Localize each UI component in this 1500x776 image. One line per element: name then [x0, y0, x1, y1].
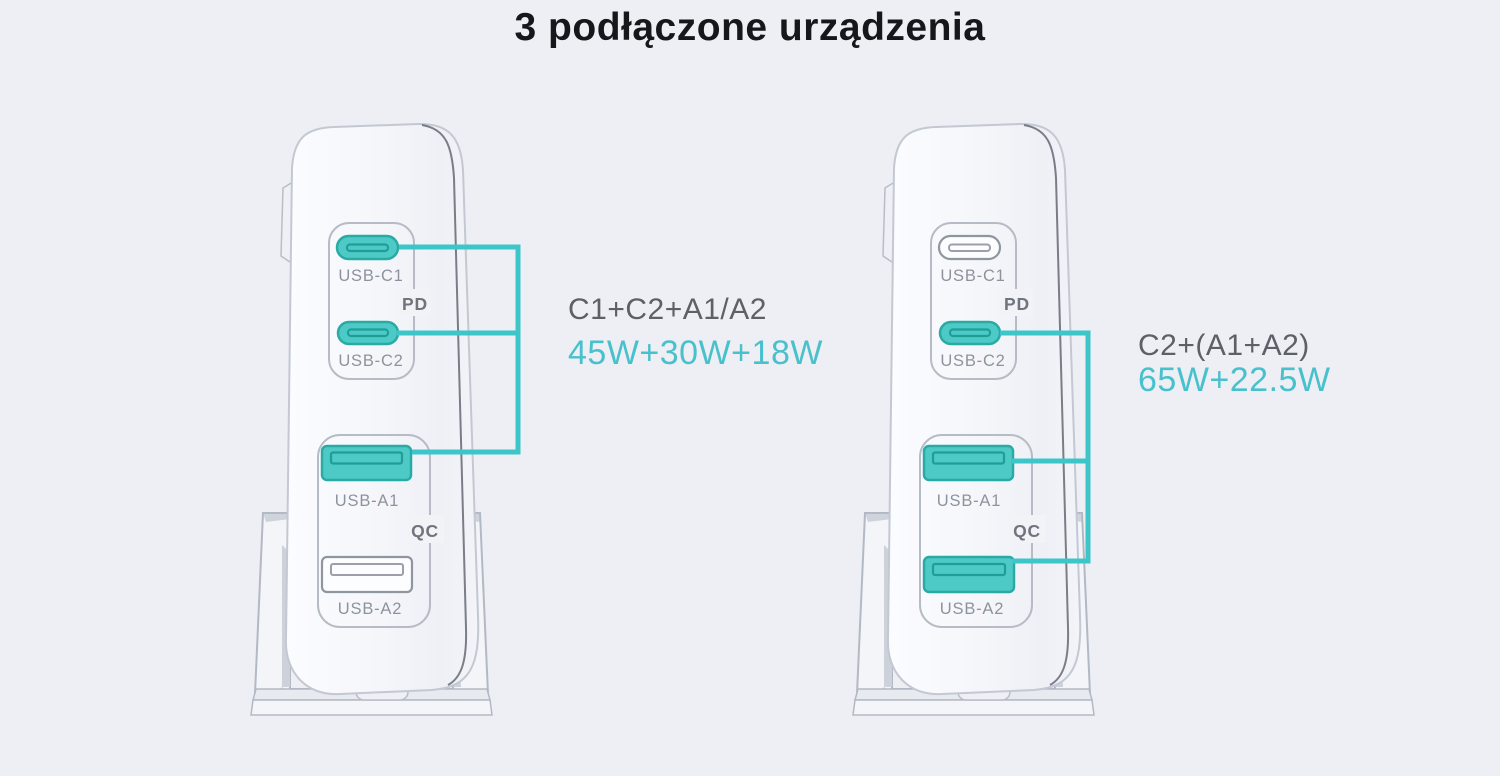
usb-a1-label: USB-A1 [937, 492, 1001, 510]
pd-label: PD [402, 294, 428, 314]
charger-left-illustration [250, 122, 493, 717]
page-title: 3 podłączone urządzenia [515, 6, 986, 49]
qc-label: QC [411, 521, 439, 541]
usb-c1-port [335, 234, 400, 261]
usb-a2-slot [931, 562, 1007, 577]
usb-a2-slot [330, 563, 404, 576]
callout-lines-left [397, 244, 521, 455]
usb-c2-label: USB-C2 [338, 352, 403, 370]
usb-c1-label: USB-C1 [338, 267, 403, 285]
usb-a1-label: USB-A1 [335, 492, 399, 510]
power-text-left: 45W+30W+18W [568, 334, 823, 372]
pd-label: PD [1004, 294, 1030, 314]
charger-right: USB-C1 PD USB-C2 USB-A1 QC USB-A2 C2+(A1… [852, 122, 1331, 717]
usb-c2-slot [948, 328, 992, 338]
usb-a2-label: USB-A2 [940, 600, 1004, 618]
qc-label: QC [1013, 521, 1041, 541]
charger-left: USB-C1 PD USB-C2 USB-A1 QC USB-A2 C1+C2+… [250, 122, 823, 717]
usb-c1-port [937, 234, 1002, 261]
usb-c2-slot [346, 328, 390, 338]
usb-a1-slot [931, 451, 1006, 465]
callout-lines-right [1000, 330, 1091, 564]
usb-c2-label: USB-C2 [940, 352, 1005, 370]
combo-text-right: C2+(A1+A2) [1138, 329, 1310, 362]
usb-a2-label: USB-A2 [338, 600, 402, 618]
charger-right-illustration [852, 122, 1095, 717]
combo-text-left: C1+C2+A1/A2 [568, 293, 767, 326]
usb-c1-slot [345, 243, 390, 253]
usb-c1-label: USB-C1 [940, 267, 1005, 285]
usb-a1-slot [329, 451, 404, 465]
usb-c1-slot [948, 243, 991, 252]
power-text-right: 65W+22.5W [1138, 361, 1331, 399]
